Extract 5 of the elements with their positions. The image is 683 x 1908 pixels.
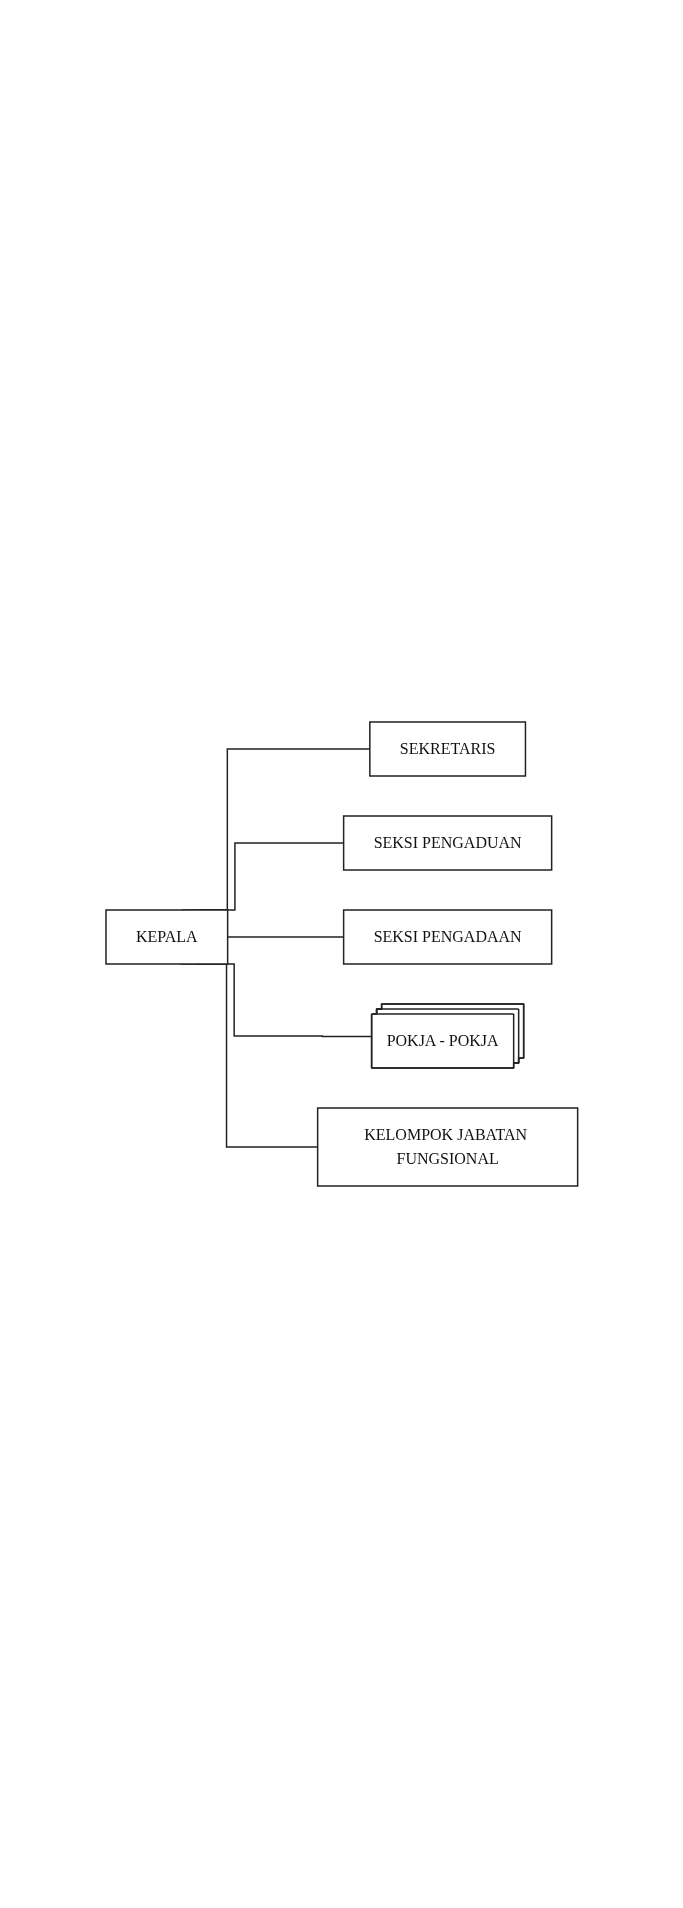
node-box: SEKRETARIS [368, 721, 526, 777]
node-box: SEKSI PENGADUAN [342, 815, 553, 871]
node-box: KELOMPOK JABATAN FUNGSIONAL [316, 1107, 579, 1187]
node-box: SEKSI PENGADAAN [342, 909, 553, 965]
node-box: KEPALA [104, 909, 229, 965]
